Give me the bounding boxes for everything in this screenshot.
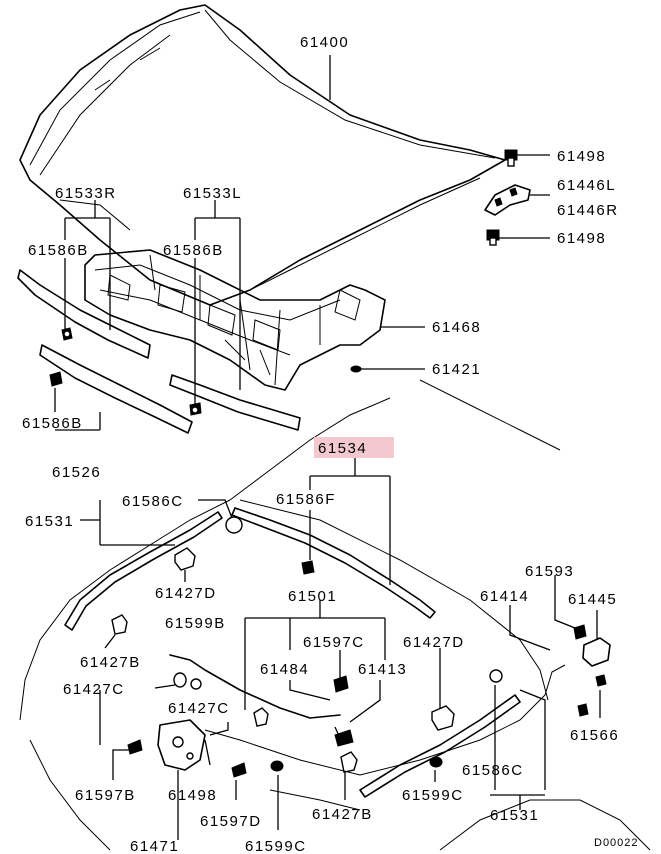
label-61468[interactable]: 61468	[432, 319, 481, 336]
label-61427B-left[interactable]: 61427B	[80, 654, 141, 671]
label-61586B-mid[interactable]: 61586B	[163, 242, 224, 259]
grommet-61421	[350, 365, 362, 373]
label-61531-low[interactable]: 61531	[490, 807, 539, 824]
label-61421[interactable]: 61421	[432, 361, 481, 378]
label-61599B[interactable]: 61599B	[165, 615, 226, 632]
hood-panel[interactable]	[19, 4, 506, 306]
label-61501[interactable]: 61501	[288, 588, 337, 605]
bumper-61427D-right	[431, 705, 455, 731]
label-61427B-low[interactable]: 61427B	[312, 806, 373, 823]
release-handle-61445[interactable]	[573, 624, 611, 687]
label-61586B-left[interactable]: 61586B	[28, 242, 89, 259]
diagram-code: D00022	[594, 837, 639, 849]
clip-61586F	[301, 560, 315, 575]
label-61599C-low[interactable]: 61599C	[245, 838, 307, 854]
label-61484[interactable]: 61484	[260, 661, 309, 678]
label-61566[interactable]: 61566	[570, 727, 619, 744]
highlight-61534	[314, 437, 394, 458]
label-61445[interactable]: 61445	[568, 591, 617, 608]
clip-61586B-1	[61, 327, 73, 341]
bumper-61427C-left	[173, 672, 187, 688]
bolt-61597C	[333, 675, 349, 693]
label-61498-top[interactable]: 61498	[557, 148, 606, 165]
clip-61599C-mid	[429, 756, 443, 768]
label-61427C-left[interactable]: 61427C	[63, 681, 125, 698]
bumper-61427D-left	[174, 547, 196, 571]
label-61586B-low[interactable]: 61586B	[22, 415, 83, 432]
label-61533R[interactable]: 61533R	[55, 185, 117, 202]
bolt-61498-mid	[486, 229, 500, 246]
label-61427D-right[interactable]: 61427D	[403, 634, 465, 651]
clip-61586C-low	[489, 669, 503, 683]
seal-61531-left[interactable]	[64, 511, 223, 631]
label-61599C-mid[interactable]: 61599C	[402, 787, 464, 804]
hood-inner-frame[interactable]	[84, 249, 386, 391]
weatherstrip-61533R[interactable]	[17, 269, 151, 359]
hood-latch-61471[interactable]	[157, 719, 206, 771]
label-61471[interactable]: 61471	[130, 838, 179, 854]
label-61526[interactable]: 61526	[52, 464, 101, 481]
label-61446L[interactable]: 61446L	[557, 177, 616, 194]
bolt-61498-low	[231, 762, 247, 778]
part-labels: 61400 61498 61446L 61446R 61498 61533R 6…	[22, 34, 639, 854]
hood-hinge-61446[interactable]	[484, 184, 531, 216]
weatherstrip-61533L[interactable]	[169, 374, 301, 431]
bolt-61597B	[127, 739, 143, 755]
bolt-61498-top	[504, 149, 518, 167]
bumper-61427C-mid	[253, 707, 269, 727]
label-61400[interactable]: 61400	[300, 34, 349, 51]
label-61597D[interactable]: 61597D	[200, 813, 262, 830]
label-61593[interactable]: 61593	[525, 563, 574, 580]
release-cable-61501[interactable]	[169, 654, 566, 776]
label-61533L[interactable]: 61533L	[183, 185, 242, 202]
weatherstrip-61526[interactable]	[39, 344, 193, 434]
bumper-61427B-left	[111, 614, 128, 635]
bumper-61427B-low	[340, 751, 358, 773]
label-61413[interactable]: 61413	[358, 661, 407, 678]
label-61427C-mid[interactable]: 61427C	[168, 700, 230, 717]
bracket-61413	[334, 729, 354, 747]
label-61586F[interactable]: 61586F	[276, 491, 336, 508]
label-61531-left[interactable]: 61531	[25, 513, 74, 530]
label-61414[interactable]: 61414	[480, 588, 529, 605]
clip-61566	[577, 703, 589, 717]
body-outline	[19, 379, 651, 851]
label-61597C[interactable]: 61597C	[303, 634, 365, 651]
label-61427D-left[interactable]: 61427D	[155, 585, 217, 602]
leader-lines	[54, 55, 601, 840]
label-61586C-top[interactable]: 61586C	[122, 493, 184, 510]
bumper-61586C-top	[225, 516, 243, 534]
label-61446R[interactable]: 61446R	[557, 202, 619, 219]
seal-61531-right[interactable]	[359, 694, 521, 798]
label-61586C-low[interactable]: 61586C	[462, 762, 524, 779]
label-61534[interactable]: 61534	[318, 440, 367, 457]
label-61597B[interactable]: 61597B	[75, 787, 136, 804]
clip-61586B-2	[189, 402, 202, 416]
clip-61586B-3	[49, 371, 63, 387]
label-61498-mid[interactable]: 61498	[557, 230, 606, 247]
label-61498-low[interactable]: 61498	[168, 787, 217, 804]
clip-61599C-low	[270, 760, 284, 772]
seal-61534[interactable]	[231, 507, 436, 619]
